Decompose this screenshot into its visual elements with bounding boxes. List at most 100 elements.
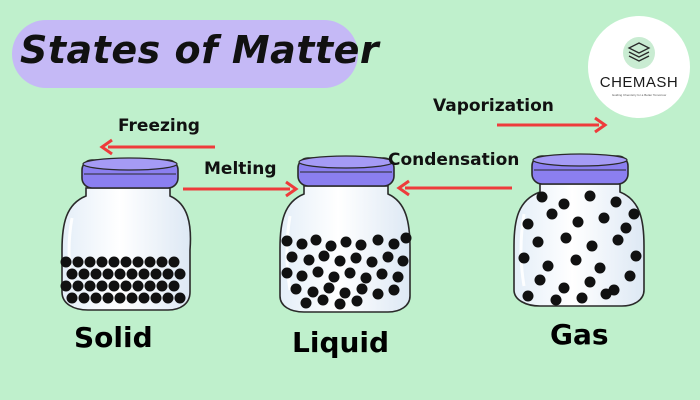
- liquid-particle: [382, 251, 394, 263]
- solid-particle: [168, 280, 180, 292]
- liquid-particle: [339, 287, 351, 299]
- gas-particle: [612, 234, 624, 246]
- solid-particle: [78, 268, 90, 280]
- liquid-particle: [344, 267, 356, 279]
- gas-particle: [534, 274, 546, 286]
- gas-particle: [532, 236, 544, 248]
- gas-particle: [600, 288, 612, 300]
- solid-particle: [150, 268, 162, 280]
- gas-particles: [518, 190, 642, 306]
- liquid-particle: [372, 234, 384, 246]
- liquid-particle: [372, 288, 384, 300]
- liquid-particle: [317, 294, 329, 306]
- gas-particle: [542, 260, 554, 272]
- solid-particle: [96, 280, 108, 292]
- liquid-particle: [388, 238, 400, 250]
- gas-particle: [584, 190, 596, 202]
- gas-particle: [586, 240, 598, 252]
- solid-particle: [174, 268, 186, 280]
- solid-label: Solid: [74, 321, 153, 354]
- stacked-layers-icon: [623, 37, 655, 69]
- gas-particle: [570, 254, 582, 266]
- solid-particle: [90, 268, 102, 280]
- liquid-particle: [290, 283, 302, 295]
- liquid-particle: [325, 240, 337, 252]
- liquid-particle: [286, 251, 298, 263]
- solid-particle: [132, 280, 144, 292]
- liquid-particle: [323, 282, 335, 294]
- liquid-label: Liquid: [292, 326, 390, 359]
- liquid-particle: [388, 284, 400, 296]
- solid-particle: [60, 256, 72, 268]
- solid-particle: [84, 256, 96, 268]
- liquid-particle: [307, 286, 319, 298]
- solid-particle: [114, 292, 126, 304]
- melting-arrow: [183, 180, 299, 198]
- liquid-particle: [334, 255, 346, 267]
- gas-particle: [522, 290, 534, 302]
- liquid-particle: [300, 297, 312, 309]
- solid-particle: [102, 292, 114, 304]
- gas-particle: [576, 292, 588, 304]
- liquid-particles: [281, 232, 412, 310]
- solid-particle: [78, 292, 90, 304]
- gas-particle: [628, 208, 640, 220]
- condensation-label: Condensation: [388, 150, 520, 170]
- liquid-particle: [356, 283, 368, 295]
- gas-particle: [546, 208, 558, 220]
- liquid-particle: [392, 271, 404, 283]
- gas-particle: [572, 216, 584, 228]
- liquid-particle: [281, 235, 293, 247]
- freezing-arrow: [99, 138, 215, 156]
- liquid-particle: [296, 270, 308, 282]
- logo-name: CHEMASH: [599, 74, 679, 91]
- logo-tagline: Guiding Chemistry for a Better Tomorrow: [611, 93, 667, 97]
- gas-particle: [536, 191, 548, 203]
- gas-particle: [550, 294, 562, 306]
- gas-particle: [598, 212, 610, 224]
- liquid-particle: [397, 255, 409, 267]
- solid-particle: [156, 256, 168, 268]
- solid-particle: [162, 292, 174, 304]
- gas-particle: [518, 252, 530, 264]
- gas-particle: [558, 282, 570, 294]
- solid-particle: [132, 256, 144, 268]
- gas-particle: [594, 262, 606, 274]
- solid-particle: [72, 280, 84, 292]
- vaporization-arrow: [497, 116, 608, 134]
- solid-particles: [60, 256, 186, 304]
- solid-particle: [168, 256, 180, 268]
- gas-particle: [522, 218, 534, 230]
- solid-jar: [60, 157, 192, 311]
- gas-label: Gas: [550, 318, 609, 351]
- solid-particle: [102, 268, 114, 280]
- gas-particle: [620, 222, 632, 234]
- liquid-particle: [366, 256, 378, 268]
- solid-particle: [96, 256, 108, 268]
- liquid-particle: [350, 252, 362, 264]
- solid-particle: [138, 292, 150, 304]
- title-banner: [12, 20, 358, 88]
- gas-particle: [610, 196, 622, 208]
- gas-particle: [584, 276, 596, 288]
- liquid-particle: [355, 239, 367, 251]
- solid-particle: [156, 280, 168, 292]
- gas-particle: [558, 198, 570, 210]
- vaporization-label: Vaporization: [433, 96, 554, 116]
- liquid-particle: [340, 236, 352, 248]
- liquid-particle: [376, 268, 388, 280]
- liquid-particle: [296, 238, 308, 250]
- solid-particle: [108, 256, 120, 268]
- gas-particle: [560, 232, 572, 244]
- condensation-arrow: [396, 179, 512, 197]
- solid-particle: [150, 292, 162, 304]
- melting-label: Melting: [204, 159, 277, 179]
- solid-particle: [162, 268, 174, 280]
- solid-particle: [108, 280, 120, 292]
- page-title: States of Matter: [20, 28, 380, 72]
- solid-particle: [138, 268, 150, 280]
- liquid-particle: [351, 295, 363, 307]
- liquid-particle: [400, 232, 412, 244]
- gas-particle: [630, 250, 642, 262]
